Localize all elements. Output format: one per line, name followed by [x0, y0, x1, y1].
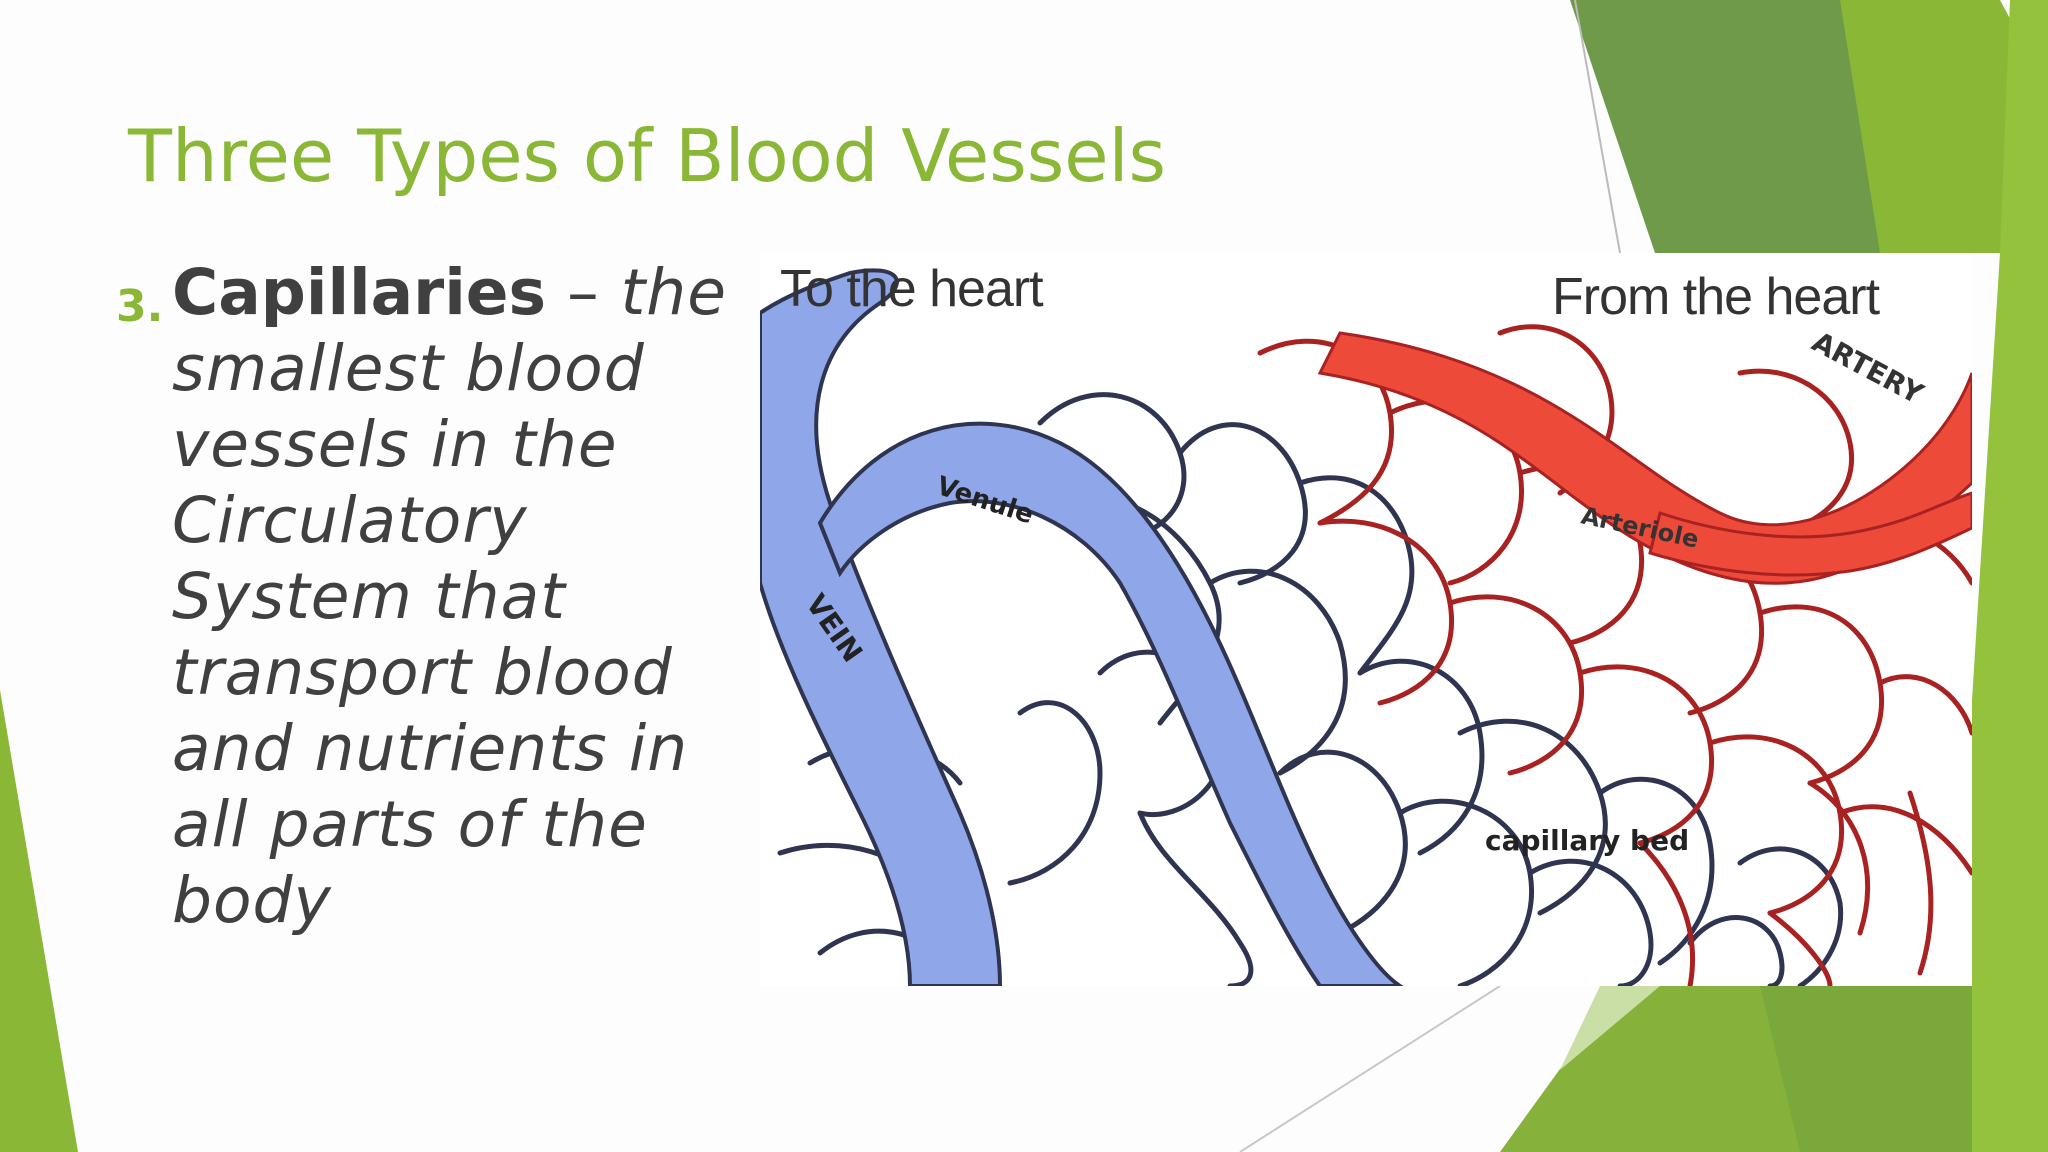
artery-shape	[1317, 331, 1972, 585]
bg-thin-line-top	[1574, 0, 1621, 254]
artery-vessels	[1317, 331, 1972, 585]
arteriole-shape	[1648, 491, 1972, 577]
bg-shape-left-edge	[0, 690, 78, 1152]
bg-shape-top-right-dark	[1570, 0, 1880, 253]
bg-thin-line-bottom	[1239, 985, 1501, 1152]
vein-shape	[760, 268, 1003, 986]
capillary-bed-label: capillary bed	[1485, 824, 1689, 857]
capillary-diagram-image: ARTERY Arteriole Venule VEIN capillary b…	[760, 253, 1972, 986]
list-item-description: the smallest blood vessels in the Circul…	[172, 256, 727, 937]
from-heart-label: From the heart	[1552, 268, 1880, 326]
slide-title: Three Types of Blood Vessels	[128, 114, 1167, 198]
bg-shape-bottom-right-light	[1760, 986, 1972, 1152]
list-item-term: Capillaries	[172, 256, 547, 329]
arterial-capillary-network	[1257, 324, 1972, 986]
list-item-dash: –	[546, 256, 621, 329]
list-item: Capillaries – the smallest blood vessels…	[172, 255, 736, 939]
bullet-list: 3. Capillaries – the smallest blood vess…	[116, 255, 736, 939]
to-heart-label: To the heart	[780, 260, 1044, 318]
capillary-diagram-drawing: ARTERY Arteriole Venule VEIN capillary b…	[760, 268, 1972, 986]
list-number: 3.	[116, 281, 164, 332]
bg-shape-bottom-right-pale	[1560, 986, 1660, 1070]
vein-vessels	[760, 268, 1404, 986]
bg-shape-top-right-light	[1840, 0, 2048, 253]
venule-shape	[817, 421, 1404, 986]
